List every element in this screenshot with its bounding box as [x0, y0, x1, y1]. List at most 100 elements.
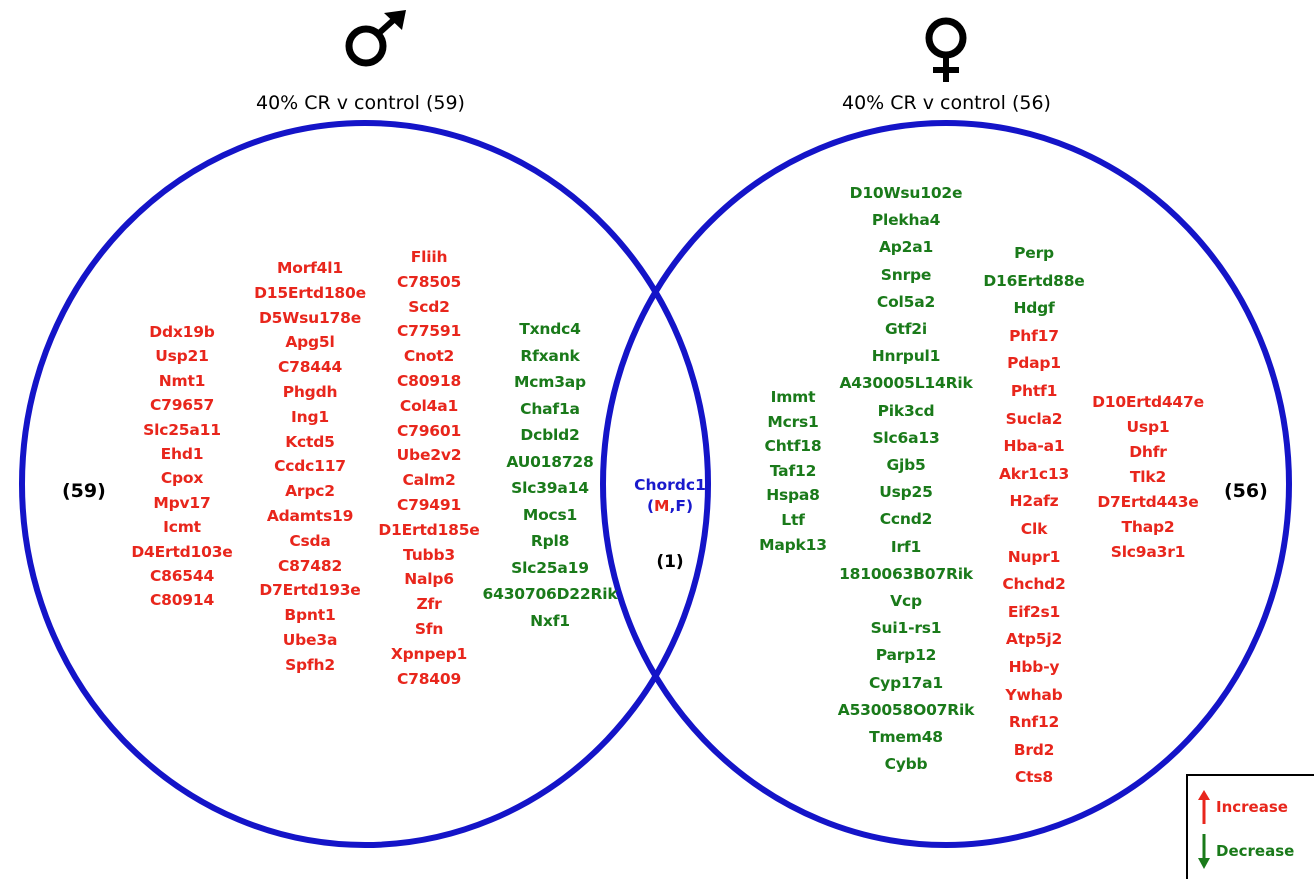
- gene-label: Akr1c13: [998, 464, 1070, 483]
- down-arrow-icon: [1198, 834, 1210, 869]
- gene-label: Cts8: [1015, 768, 1053, 787]
- male-count: (59): [62, 480, 106, 502]
- gene-label: Gtf2i: [885, 320, 927, 339]
- gene-label: Slc25a11: [143, 420, 221, 439]
- gene-label: 1810063B07Rik: [839, 564, 973, 583]
- gene-label: Ltf: [781, 510, 805, 529]
- gene-label: C79657: [149, 396, 215, 415]
- gene-label: Csda: [289, 531, 331, 550]
- gene-label: Ehd1: [160, 445, 204, 464]
- gene-label: Cybb: [884, 755, 928, 774]
- gene-label: H2afz: [1009, 492, 1059, 511]
- gene-label: C78444: [277, 358, 343, 377]
- gene-label: Vcp: [890, 592, 922, 611]
- male-symbol-icon: [345, 10, 406, 67]
- gene-label: Ccdc117: [274, 457, 346, 476]
- gene-label: Nupr1: [1007, 547, 1061, 566]
- gene-label: C80918: [396, 371, 462, 390]
- gene-label: Ddx19b: [149, 323, 215, 341]
- gene-label: Usp21: [155, 347, 209, 366]
- gene-label: Rpl8: [530, 532, 570, 550]
- gene-label: Col4a1: [399, 396, 459, 415]
- gene-label: Mpv17: [153, 493, 211, 512]
- male-title: 40% CR v control (59): [256, 92, 465, 114]
- gene-label: Dhfr: [1129, 443, 1167, 461]
- gene-label: Sucla2: [1005, 409, 1063, 428]
- overlap-count: (1): [656, 552, 684, 572]
- gene-label: Col5a2: [876, 292, 936, 311]
- gene-label: Adamts19: [266, 506, 354, 525]
- gene-label: Morf4l1: [277, 259, 343, 277]
- gene-label: Rfxank: [520, 346, 580, 365]
- gene-label: Mapk13: [759, 535, 827, 554]
- gene-label: Hbb-y: [1008, 657, 1060, 676]
- male-circle: [19, 120, 711, 848]
- gene-label: Pdap1: [1007, 354, 1061, 373]
- gene-label: Mcm3ap: [514, 373, 586, 391]
- gene-label: Phtf1: [1010, 381, 1058, 400]
- overlap-sex-comma: ,: [669, 497, 676, 515]
- gene-label: Ube3a: [282, 630, 338, 649]
- gene-label: Taf12: [769, 461, 817, 480]
- gene-label: Hdgf: [1013, 299, 1055, 318]
- gene-label: D5Wsu178e: [258, 308, 362, 327]
- gene-label: Txndc4: [519, 320, 581, 338]
- gene-label: Cnot2: [403, 347, 455, 366]
- gene-label: Chchd2: [1002, 575, 1066, 594]
- gene-label: Chaf1a: [520, 399, 580, 418]
- gene-label: C86544: [149, 567, 215, 586]
- gene-label: Ywhab: [1005, 685, 1063, 704]
- gene-label: Calm2: [402, 471, 456, 490]
- overlap-sex-m: M: [654, 497, 670, 515]
- legend: Increase Decrease: [1186, 774, 1314, 879]
- gene-label: D4Ertd103e: [131, 542, 233, 561]
- female-count: (56): [1224, 480, 1268, 502]
- gene-label: Apg5l: [285, 333, 335, 352]
- gene-label: C78505: [396, 272, 462, 291]
- gene-label: Phgdh: [282, 382, 338, 401]
- gene-label: Tlk2: [1129, 468, 1167, 486]
- gene-label: Slc9a3r1: [1110, 543, 1186, 561]
- gene-label: Mocs1: [522, 505, 578, 524]
- gene-label: D16Ertd88e: [983, 271, 1085, 290]
- gene-label: Nmt1: [158, 371, 206, 390]
- gene-label: C77591: [396, 322, 462, 341]
- gene-label: D7Ertd193e: [259, 581, 361, 600]
- gene-label: Perp: [1014, 244, 1054, 262]
- gene-label: Ap2a1: [878, 238, 934, 257]
- gene-label: Ube2v2: [396, 446, 462, 465]
- gene-label: Slc39a14: [511, 479, 589, 497]
- gene-label: Sui1-rs1: [870, 619, 942, 638]
- gene-label: Gjb5: [886, 456, 926, 475]
- gene-label: Tubb3: [403, 545, 455, 564]
- gene-label: Bpnt1: [284, 606, 336, 625]
- gene-label: Phf17: [1009, 326, 1059, 345]
- gene-label: Hba-a1: [1003, 437, 1065, 456]
- gene-label: Dcbld2: [520, 426, 580, 444]
- gene-label: Pik3cd: [877, 401, 935, 420]
- gene-label: Parp12: [875, 646, 937, 665]
- gene-label: D15Ertd180e: [254, 283, 366, 302]
- gene-label: Zfr: [416, 595, 442, 614]
- gene-label: Slc6a13: [872, 428, 940, 447]
- gene-label: A430005L14Rik: [839, 374, 973, 393]
- gene-label: Nalp6: [404, 570, 454, 589]
- gene-label: Thap2: [1121, 518, 1175, 536]
- gene-label: AU018728: [506, 452, 594, 471]
- female-title: 40% CR v control (56): [842, 92, 1051, 114]
- gene-label: Rnf12: [1008, 713, 1060, 732]
- gene-label: Chtf18: [764, 437, 822, 456]
- gene-label: Immt: [770, 388, 816, 406]
- gene-label: D7Ertd443e: [1097, 493, 1199, 511]
- gene-label: Snrpe: [880, 265, 932, 284]
- gene-label: Brd2: [1013, 740, 1055, 759]
- gene-label: Cyp17a1: [869, 673, 943, 692]
- gene-label: Tmem48: [869, 728, 943, 747]
- overlap-sex-label: (M,F): [620, 497, 720, 515]
